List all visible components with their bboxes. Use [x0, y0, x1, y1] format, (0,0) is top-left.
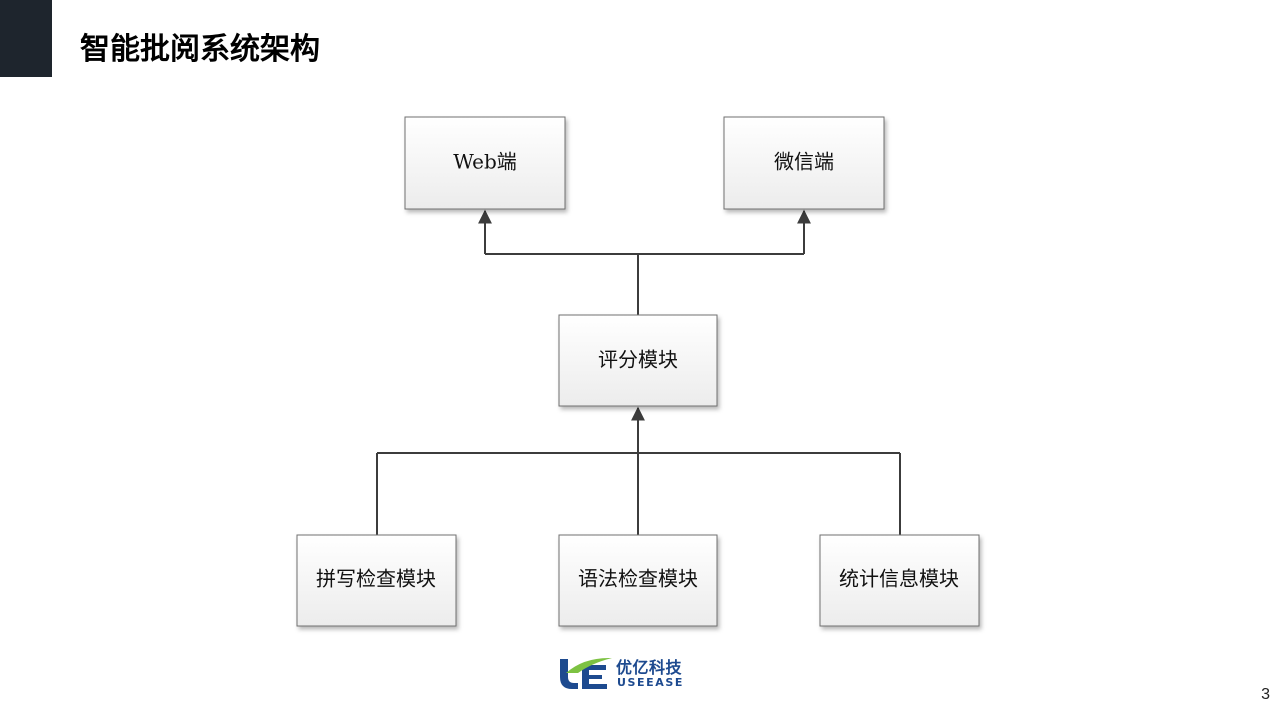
node-label-statistics: 统计信息模块	[839, 567, 959, 591]
node-grammar: 语法检查模块	[558, 534, 718, 627]
company-logo: 优亿科技 USEEASE	[558, 654, 698, 692]
node-statistics: 统计信息模块	[819, 534, 980, 627]
node-spelling: 拼写检查模块	[296, 534, 457, 627]
connectors-top	[478, 209, 811, 315]
node-label-wechat: 微信端	[774, 150, 834, 174]
node-label-grammar: 语法检查模块	[578, 567, 698, 591]
connectors-bottom	[376, 406, 901, 535]
node-label-spelling: 拼写检查模块	[316, 567, 436, 591]
node-scoring: 评分模块	[558, 314, 718, 407]
company-name-en: USEEASE	[617, 676, 685, 689]
corner-accent-block	[0, 0, 52, 77]
node-web: Web端	[404, 116, 566, 210]
company-name-cn: 优亿科技	[616, 658, 683, 677]
node-label-web: Web端	[453, 150, 517, 174]
company-logo-mark-icon	[560, 657, 612, 689]
node-wechat: 微信端	[723, 116, 885, 210]
node-label-scoring: 评分模块	[598, 348, 678, 372]
slide-title: 智能批阅系统架构	[80, 32, 320, 67]
page-number: 3	[1261, 686, 1270, 703]
